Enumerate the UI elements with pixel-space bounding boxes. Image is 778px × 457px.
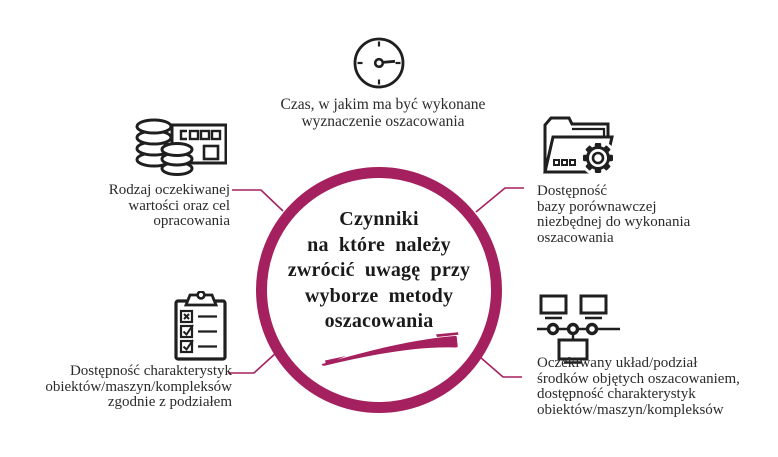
clock-icon [353, 37, 405, 89]
caption-characteristics-availability: Dostępność charakterystyk obiektów/maszy… [28, 363, 232, 411]
caption-line: Dostępność [537, 183, 607, 199]
caption-expected-layout: Oczekiwany układ/podział środków objętyc… [537, 355, 772, 418]
caption-line: wyznaczenie oszacowania [301, 113, 465, 130]
caption-time: Czas, w jakim ma być wykonane wyznaczeni… [258, 96, 508, 130]
central-title: Czynniki na które należy zwrócić uwagę p… [266, 207, 492, 335]
caption-line: dostępność charakterystyk [537, 386, 696, 402]
caption-line: wartości oraz cel [128, 197, 230, 214]
caption-line: Rodzaj oczekiwanej [108, 182, 230, 198]
coins-report-icon [135, 118, 227, 176]
caption-line: bazy porównawczej [537, 198, 657, 215]
caption-line: opracowania [153, 213, 230, 229]
caption-line: oszacowania [537, 229, 614, 246]
central-title-line: na które należy [307, 233, 451, 256]
brush-stroke-decoration [321, 332, 459, 366]
central-title-line: oszacowania [324, 310, 434, 332]
central-circle [256, 167, 502, 413]
caption-line: Dostępność charakterystyk [69, 363, 232, 379]
central-title-line: wyborze metody [304, 284, 454, 307]
caption-line: obiektów/maszyn/kompleksów [537, 401, 724, 418]
network-computers-icon [537, 294, 620, 364]
central-title-line: zwrócić uwagę przy [287, 259, 471, 281]
caption-line: Oczekiwany układ/podział [537, 355, 698, 371]
caption-database-availability: Dostępność bazy porównawczej niezbędnej … [537, 183, 747, 246]
caption-line: obiektów/maszyn/kompleksów [45, 378, 232, 395]
caption-line: niezbędnej do wykonania [537, 214, 691, 230]
central-title-line: Czynniki [339, 208, 419, 230]
checklist-clipboard-icon [174, 291, 227, 361]
caption-line: zgodnie z podziałem [107, 394, 232, 410]
caption-expected-value: Rodzaj oczekiwanej wartości oraz cel opr… [58, 182, 230, 230]
caption-line: Czas, w jakim ma być wykonane [280, 96, 486, 113]
folder-gear-icon [543, 116, 616, 176]
caption-line: środków objętych oszacowaniem, [537, 370, 740, 387]
